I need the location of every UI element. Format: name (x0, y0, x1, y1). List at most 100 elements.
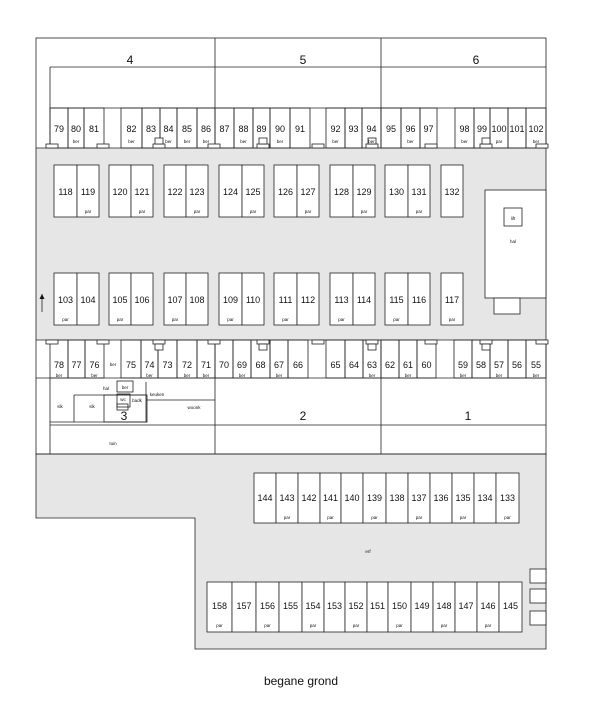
door-stub (535, 143, 549, 149)
storage-cell (76, 164, 100, 218)
top-unit-number: 95 (386, 124, 396, 134)
top-unit-number: 102 (528, 124, 543, 134)
erf-label: erf (365, 549, 371, 554)
top-unit-sublabel: ber (407, 139, 414, 144)
storage-sublabel: par (85, 209, 92, 214)
bottom-unit-sublabel: ber (239, 373, 246, 378)
erf-lower-number: 151 (370, 601, 385, 611)
top-unit-sublabel: ber (277, 139, 284, 144)
top-unit-number: 91 (295, 124, 305, 134)
storage-sublabel: par (393, 317, 400, 322)
bottom-unit-cell (67, 339, 86, 379)
storage-number: 107 (167, 295, 182, 305)
storage-number: 121 (134, 187, 149, 197)
storage-number: 125 (245, 187, 260, 197)
wc-fixture (116, 403, 129, 411)
tuin-label: tuin (109, 441, 117, 446)
storage-cell (440, 164, 464, 218)
storage-number: 106 (134, 295, 149, 305)
storage-cell (130, 272, 154, 326)
door-stub (424, 143, 438, 149)
lift-label: lift (511, 216, 516, 221)
bottom-unit-sublabel: ber (369, 373, 376, 378)
top-unit-sublabel: ber (73, 139, 80, 144)
storage-sublabel: par (227, 317, 234, 322)
erf-lower-number: 148 (436, 601, 451, 611)
erf-lower-sublabel: par (441, 623, 448, 628)
top-unit-number: 83 (146, 124, 156, 134)
storage-number: 111 (279, 295, 293, 305)
room-label-ber: ber (122, 385, 129, 390)
erf-lower-number: 147 (458, 601, 473, 611)
bottom-unit-number: 56 (512, 360, 522, 370)
room-label-keuken: keuken (150, 392, 165, 397)
erf-upper-number: 141 (323, 493, 338, 503)
door-stub (96, 339, 110, 345)
room-ber (116, 380, 134, 393)
top-unit-number: 90 (275, 124, 285, 134)
bottom-unit-cell (325, 339, 346, 379)
door-stub (152, 339, 166, 345)
top-unit-number: 97 (423, 124, 433, 134)
storage-number: 114 (357, 295, 371, 305)
bottom-unit-number: 71 (201, 360, 211, 370)
top-unit-number: 92 (330, 124, 340, 134)
erf-upper-sublabel: par (504, 515, 511, 520)
erf-upper-sublabel: par (284, 515, 291, 520)
bottom-unit-number: 60 (421, 360, 431, 370)
bottom-unit-sublabel: ber (496, 373, 503, 378)
erf-upper-sublabel: par (460, 515, 467, 520)
storage-number: 104 (80, 295, 95, 305)
erf-upper-number: 134 (477, 493, 492, 503)
door-stub (45, 339, 59, 345)
top-unit-number: 101 (509, 124, 524, 134)
storage-sublabel: par (449, 317, 456, 322)
erf-lower-sublabel: par (310, 623, 317, 628)
storage-sublabel: par (139, 209, 146, 214)
door-stub (256, 143, 270, 149)
erf-upper-sublabel: par (416, 515, 423, 520)
erf-upper-sublabel: par (327, 515, 334, 520)
storage-sublabel: par (282, 317, 289, 322)
door-stub (207, 143, 221, 149)
background-layer (35, 148, 547, 650)
storage-number: 103 (58, 295, 73, 305)
door-stub (207, 339, 221, 345)
lift-core (484, 189, 547, 299)
top-unit-sublabel: ber (128, 139, 135, 144)
storage-sublabel: par (62, 317, 69, 322)
erf-lower-number: 158 (212, 601, 227, 611)
bottom-unit-number: 63 (367, 360, 377, 370)
top-unit-sublabel: ber (184, 139, 191, 144)
erf-upper-cell (495, 472, 520, 524)
storage-number: 110 (246, 295, 260, 305)
door-stub (311, 143, 325, 149)
erf-lower-number: 153 (327, 601, 342, 611)
erf-lower-cell (206, 581, 233, 633)
storage-number: 116 (412, 295, 426, 305)
storage-sublabel: par (416, 209, 423, 214)
top-unit-number: 94 (366, 124, 376, 134)
top-unit-sublabel: par (496, 139, 503, 144)
bottom-unit-sublabel: ber (184, 373, 191, 378)
storage-cell (296, 164, 320, 218)
bottom-unit-cell (287, 339, 309, 379)
top-unit-number: 98 (459, 124, 469, 134)
bottom-unit-number: 75 (126, 360, 136, 370)
erf-upper-number: 138 (389, 493, 404, 503)
erf-lower-number: 152 (348, 601, 363, 611)
storage-number: 108 (189, 295, 204, 305)
bottom-unit-number: 64 (349, 360, 359, 370)
room-label-badk: badk (132, 398, 143, 403)
entrance-step (493, 297, 521, 315)
storage-sublabel: par (172, 317, 179, 322)
block-number: 3 (121, 409, 128, 423)
bottom-unit-number: 73 (162, 360, 172, 370)
top-unit-number: 80 (71, 124, 81, 134)
bottom-unit-sublabel: ber (533, 373, 540, 378)
storage-cell (296, 272, 320, 326)
storage-number: 115 (389, 295, 403, 305)
erf-lower-number: 150 (392, 601, 407, 611)
erf-upper-number: 137 (411, 493, 426, 503)
storage-number: 128 (334, 187, 349, 197)
